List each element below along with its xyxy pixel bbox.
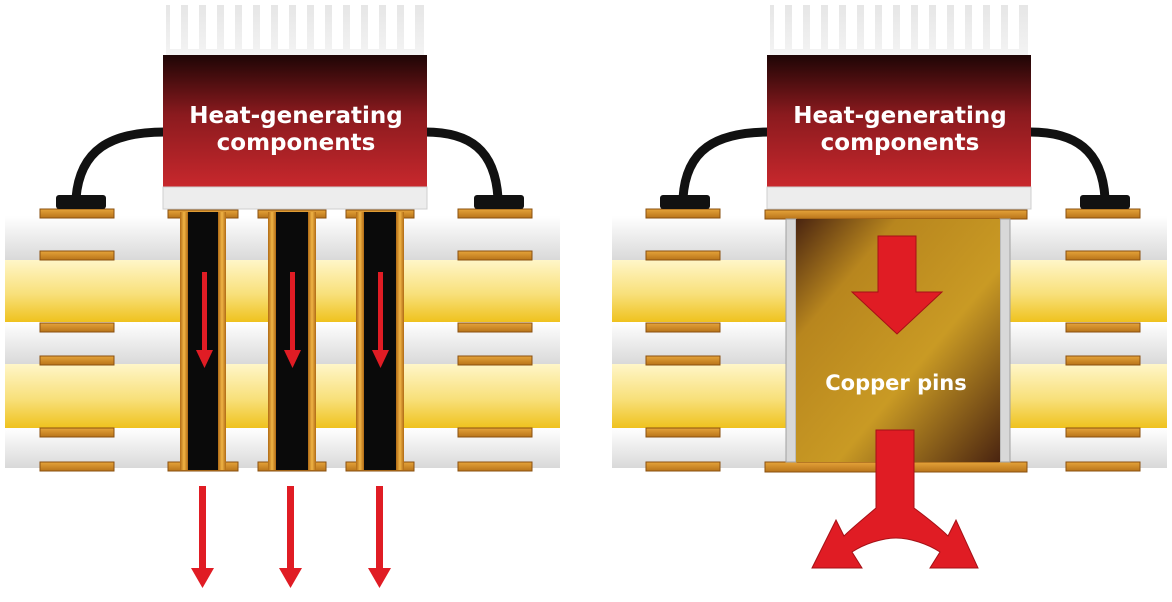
copper-pad bbox=[1065, 208, 1141, 219]
copper-pad bbox=[39, 461, 115, 472]
copper-pad bbox=[457, 427, 533, 438]
lead-wire-left bbox=[71, 127, 166, 199]
copper-pad bbox=[1065, 355, 1141, 366]
copper-pad bbox=[39, 322, 115, 333]
copper-pad bbox=[645, 427, 721, 438]
copper-pins-label: Copper pins bbox=[825, 371, 967, 395]
arrow-down-icon bbox=[284, 272, 301, 368]
copper-pad bbox=[645, 250, 721, 261]
copper-pad bbox=[645, 355, 721, 366]
copper-pad bbox=[39, 427, 115, 438]
thermal-vias bbox=[167, 209, 415, 472]
copper-pad bbox=[457, 250, 533, 261]
lead-wire-left bbox=[678, 127, 771, 199]
chip-label-line1: Heat-generating bbox=[793, 103, 1007, 129]
wire-foot bbox=[56, 195, 106, 209]
right-panel: Copper pins bbox=[612, 5, 1167, 569]
left-pads-column-1 bbox=[39, 208, 115, 472]
arrow-down-icon bbox=[191, 486, 214, 588]
copper-pad bbox=[457, 208, 533, 219]
heatsink-fins bbox=[770, 5, 1028, 57]
chip-label-line2: components bbox=[217, 130, 376, 156]
chip-label-line1: Heat-generating bbox=[189, 103, 403, 129]
lead-wires bbox=[71, 127, 503, 199]
copper-pad bbox=[645, 208, 721, 219]
heat-generating-chip: Heat-generating components bbox=[162, 5, 428, 210]
thermal-via-1 bbox=[167, 209, 239, 472]
chip-body bbox=[163, 55, 427, 187]
copper-pad bbox=[457, 322, 533, 333]
lead-wires bbox=[678, 127, 1110, 199]
split-arrow-icon bbox=[811, 429, 979, 569]
copper-pad bbox=[39, 250, 115, 261]
chip-base bbox=[766, 186, 1032, 210]
wire-foot bbox=[1080, 195, 1130, 209]
thermal-via-3 bbox=[345, 209, 415, 472]
copper-pad bbox=[39, 208, 115, 219]
copper-top-plate bbox=[764, 209, 1028, 220]
chip-label-line2: components bbox=[821, 130, 980, 156]
copper-pad bbox=[1065, 322, 1141, 333]
arrow-down-icon bbox=[368, 486, 391, 588]
copper-pad bbox=[457, 461, 533, 472]
arrow-down-icon bbox=[372, 272, 389, 368]
heat-exit-arrows bbox=[191, 486, 391, 588]
heatsink-fins bbox=[166, 5, 424, 57]
wire-foot bbox=[474, 195, 524, 209]
copper-wall-left bbox=[785, 218, 797, 463]
wire-foot bbox=[660, 195, 710, 209]
chip-body bbox=[767, 55, 1031, 187]
right-pads-column-1 bbox=[645, 208, 721, 472]
lead-wire-right bbox=[424, 127, 503, 199]
copper-pad bbox=[1065, 461, 1141, 472]
copper-pad bbox=[39, 355, 115, 366]
copper-pad bbox=[1065, 250, 1141, 261]
arrow-down-icon bbox=[196, 272, 213, 368]
copper-pad bbox=[457, 355, 533, 366]
arrow-down-icon bbox=[850, 235, 944, 335]
right-pads-column-2 bbox=[1065, 208, 1141, 472]
left-panel: Heat-generating components bbox=[5, 5, 560, 588]
thermal-via-2 bbox=[257, 209, 327, 472]
copper-pad bbox=[1065, 427, 1141, 438]
chip-base bbox=[162, 186, 428, 210]
arrow-down-icon bbox=[279, 486, 302, 588]
copper-pad bbox=[645, 461, 721, 472]
copper-wall-right bbox=[999, 218, 1011, 463]
heat-generating-chip: Heat-generating components bbox=[766, 5, 1032, 210]
lead-wire-right bbox=[1029, 127, 1110, 199]
copper-pad bbox=[645, 322, 721, 333]
